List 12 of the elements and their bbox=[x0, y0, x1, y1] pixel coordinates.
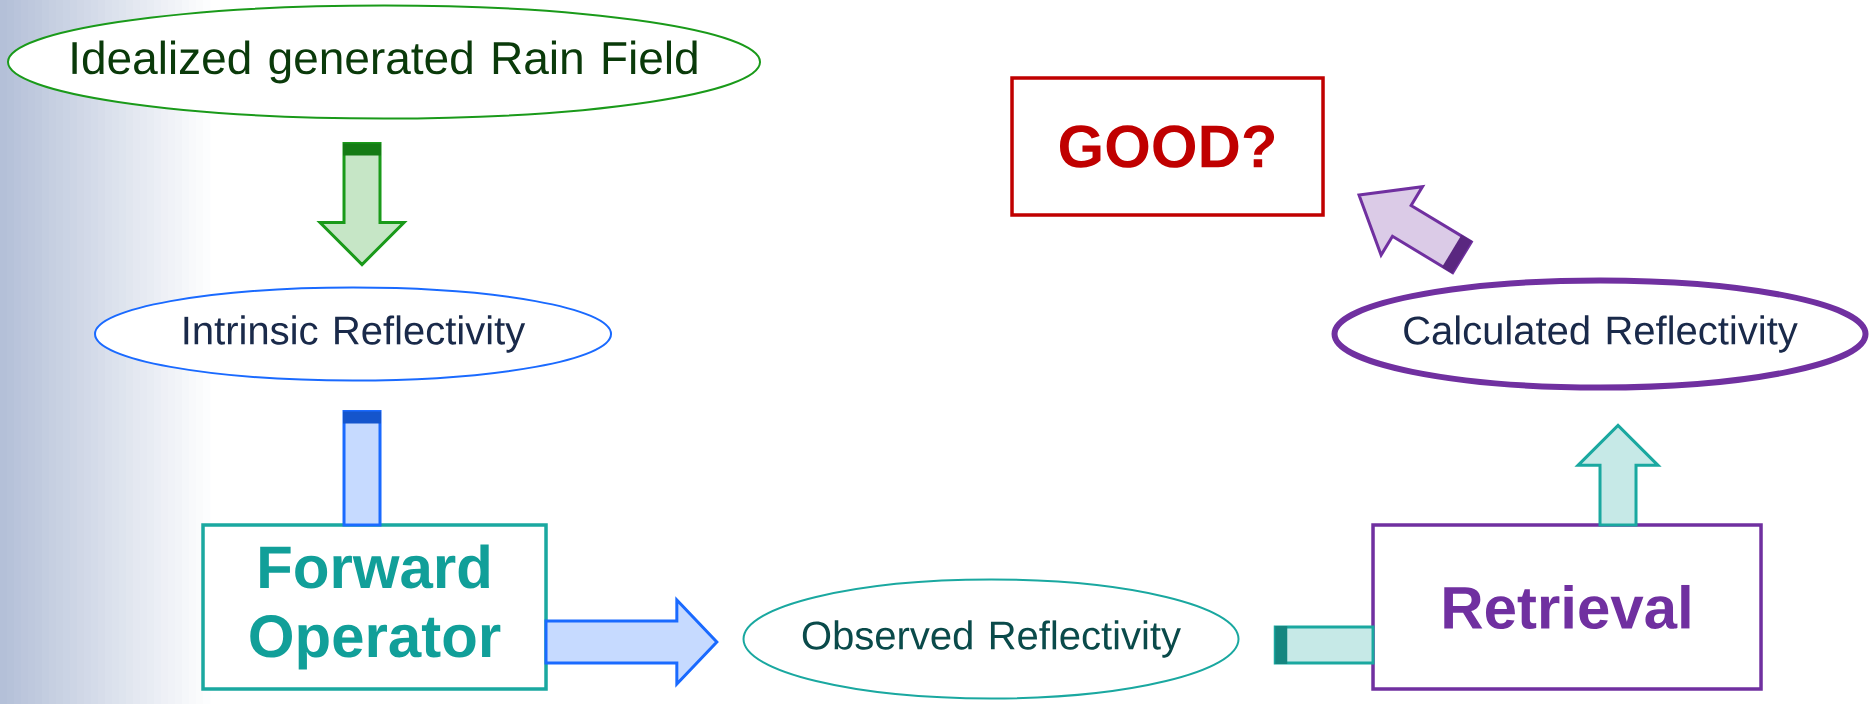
text-box: GOOD? bbox=[1010, 76, 1325, 217]
block-arrow bbox=[544, 596, 719, 688]
text-box: Retrieval bbox=[1371, 523, 1763, 691]
connector-bar bbox=[342, 409, 382, 527]
ellipse-node: Intrinsic Reflectivity bbox=[94, 286, 612, 382]
ellipse-node: Calculated Reflectivity bbox=[1331, 277, 1869, 391]
ellipse-node: Idealized generated Rain Field bbox=[7, 4, 761, 120]
connector-bar bbox=[1273, 625, 1375, 665]
block-arrow bbox=[1574, 423, 1662, 527]
text-box: Forward Operator bbox=[201, 523, 548, 691]
block-arrow bbox=[316, 141, 408, 267]
ellipse-node: Observed Reflectivity bbox=[742, 578, 1240, 700]
